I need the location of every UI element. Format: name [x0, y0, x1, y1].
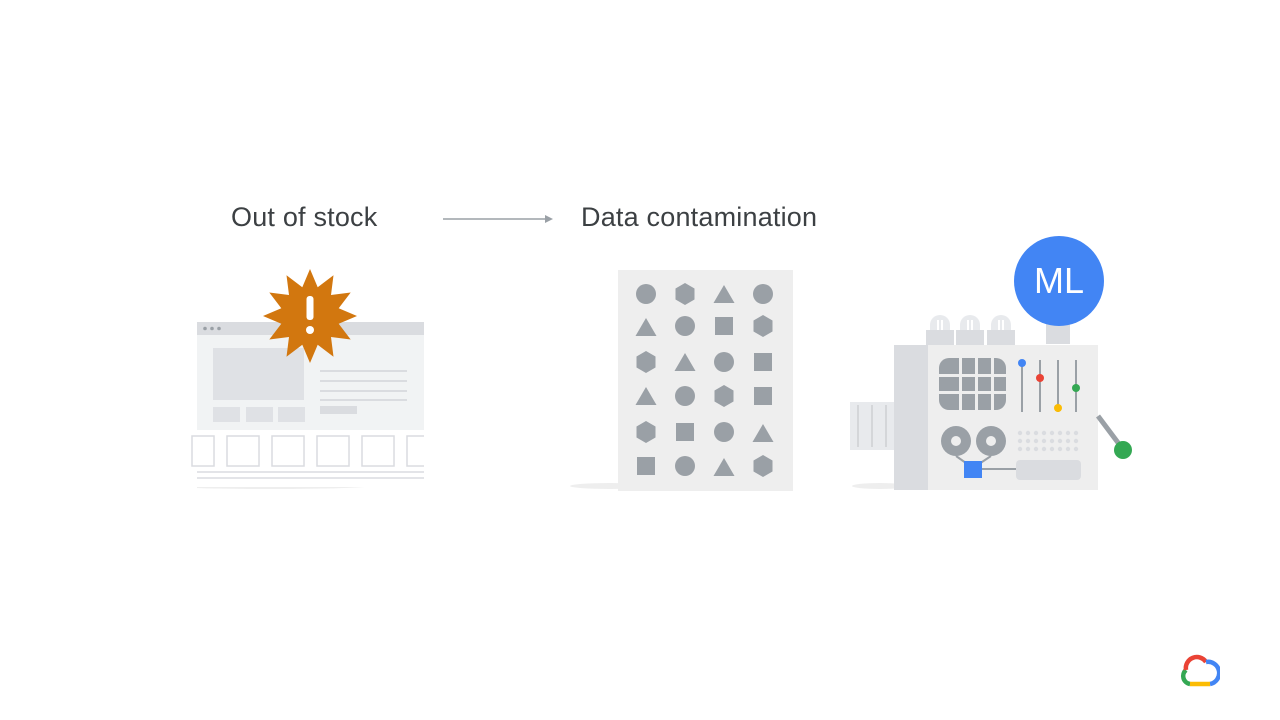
- right-arrow-icon: [443, 215, 553, 223]
- data-contamination-label: Data contamination: [581, 202, 818, 232]
- exclamation-burst-icon: [263, 269, 357, 363]
- shapes-grid-illustration: [570, 270, 793, 491]
- out-of-stock-label: Out of stock: [231, 202, 378, 232]
- ml-badge: ML: [1014, 236, 1104, 326]
- google-cloud-logo-icon: [1180, 654, 1220, 687]
- ml-machine-illustration: [850, 315, 1132, 490]
- web-page-illustration: [170, 269, 435, 492]
